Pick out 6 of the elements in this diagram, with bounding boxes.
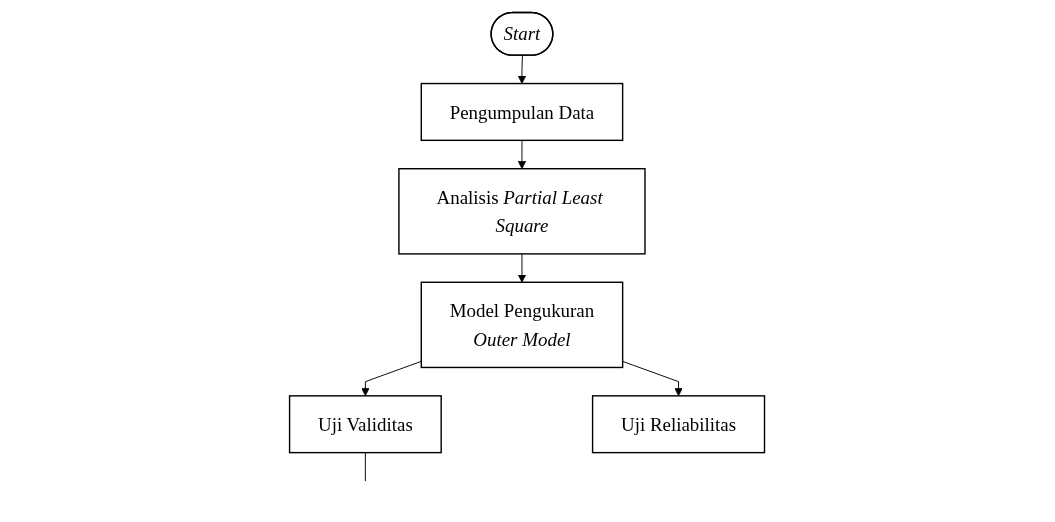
node-box: Pengumpulan Data <box>421 82 624 142</box>
node-box: Model Pengukuran Outer Model <box>421 281 624 369</box>
node-box: Analisis Partial Least Square <box>398 168 647 255</box>
node-box: Uji Reliabilitas <box>592 395 766 454</box>
connector <box>365 452 367 482</box>
node-box: Uji Validitas <box>289 395 443 454</box>
